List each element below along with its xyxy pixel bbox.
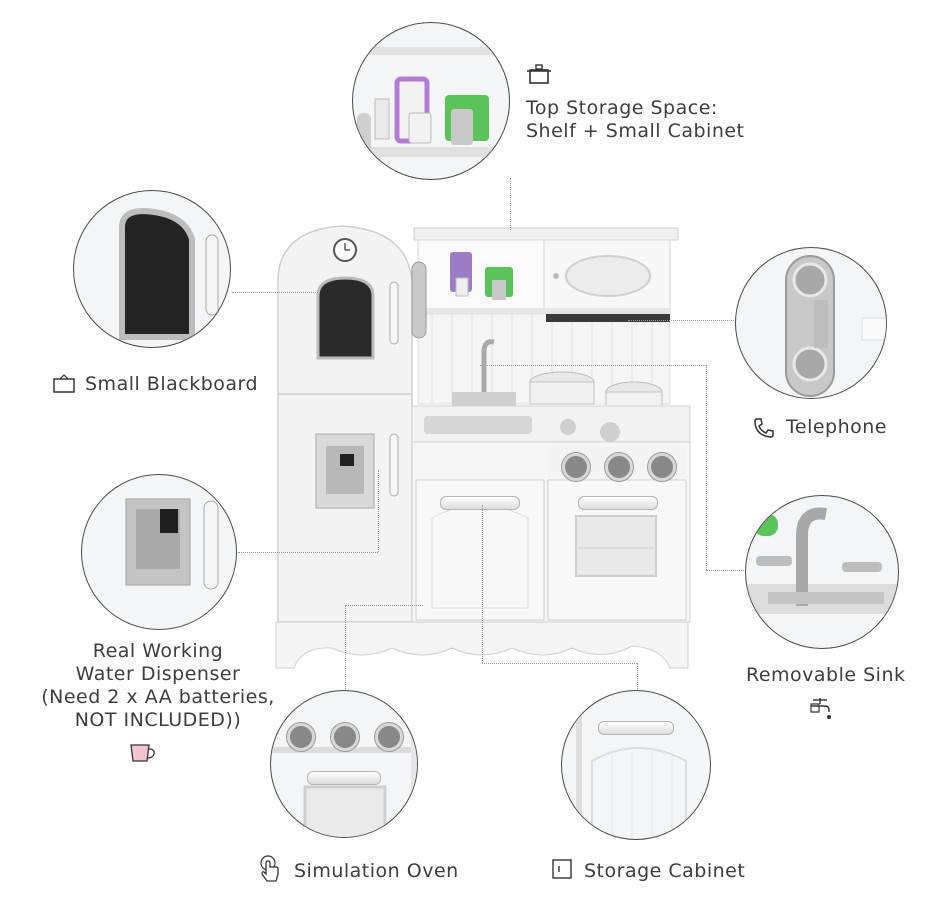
hand-touch-icon [257, 854, 283, 884]
pot-icon [526, 62, 552, 86]
cup-icon [128, 742, 158, 764]
connector-oven [345, 605, 346, 715]
oven-handle [578, 496, 658, 510]
connector-dispenser-v [378, 470, 379, 552]
knob-2 [605, 453, 633, 481]
telephone-label: Telephone [786, 416, 887, 438]
connector-telephone [628, 320, 736, 321]
cabinet-circle [561, 690, 711, 840]
knob-3 [648, 453, 676, 481]
phone-icon [752, 416, 776, 440]
faucet-icon [807, 696, 835, 722]
connector-sink-h [480, 365, 706, 366]
dispenser-line1: Real Working [92, 640, 224, 662]
connector-top [510, 178, 511, 230]
connector-oven-h [345, 605, 423, 606]
dispenser-line2: Water Dispenser [75, 663, 241, 685]
top-storage-subtitle: Shelf + Small Cabinet [526, 120, 745, 142]
cabinet-handle [440, 496, 520, 510]
oven-circle [270, 690, 418, 838]
oven-circle-handle [307, 771, 381, 785]
top-storage-circle [352, 22, 510, 180]
cabinet-label: Storage Cabinet [584, 860, 746, 882]
knob-1 [562, 453, 590, 481]
connector-dispenser [238, 552, 378, 553]
connector-cabinet-v2 [637, 663, 638, 691]
oven-knob-1 [287, 723, 315, 751]
blackboard-circle [73, 190, 231, 348]
dispenser-circle [81, 474, 237, 630]
connector-cabinet [482, 505, 483, 663]
top-storage-title: Top Storage Space: [526, 97, 718, 119]
kitchen-illustration [272, 222, 692, 672]
blackboard-label: Small Blackboard [85, 373, 259, 395]
connector-sink-h2 [706, 570, 750, 571]
sink-circle [745, 495, 899, 649]
oven-label: Simulation Oven [294, 860, 459, 882]
connector-cabinet-h [482, 663, 637, 664]
cabinet-circle-handle [598, 721, 674, 735]
frame-icon [52, 374, 76, 394]
sink-label: Removable Sink [746, 664, 906, 686]
oven-knob-3 [375, 723, 403, 751]
oven-knob-2 [331, 723, 359, 751]
dispenser-line4: NOT INCLUDED)) [74, 709, 242, 731]
dispenser-line3: (Need 2 x AA batteries, [41, 686, 275, 708]
connector-sink-v [706, 365, 707, 570]
telephone-circle [735, 247, 887, 399]
cabinet-icon [551, 858, 573, 880]
connector-blackboard [232, 292, 320, 293]
